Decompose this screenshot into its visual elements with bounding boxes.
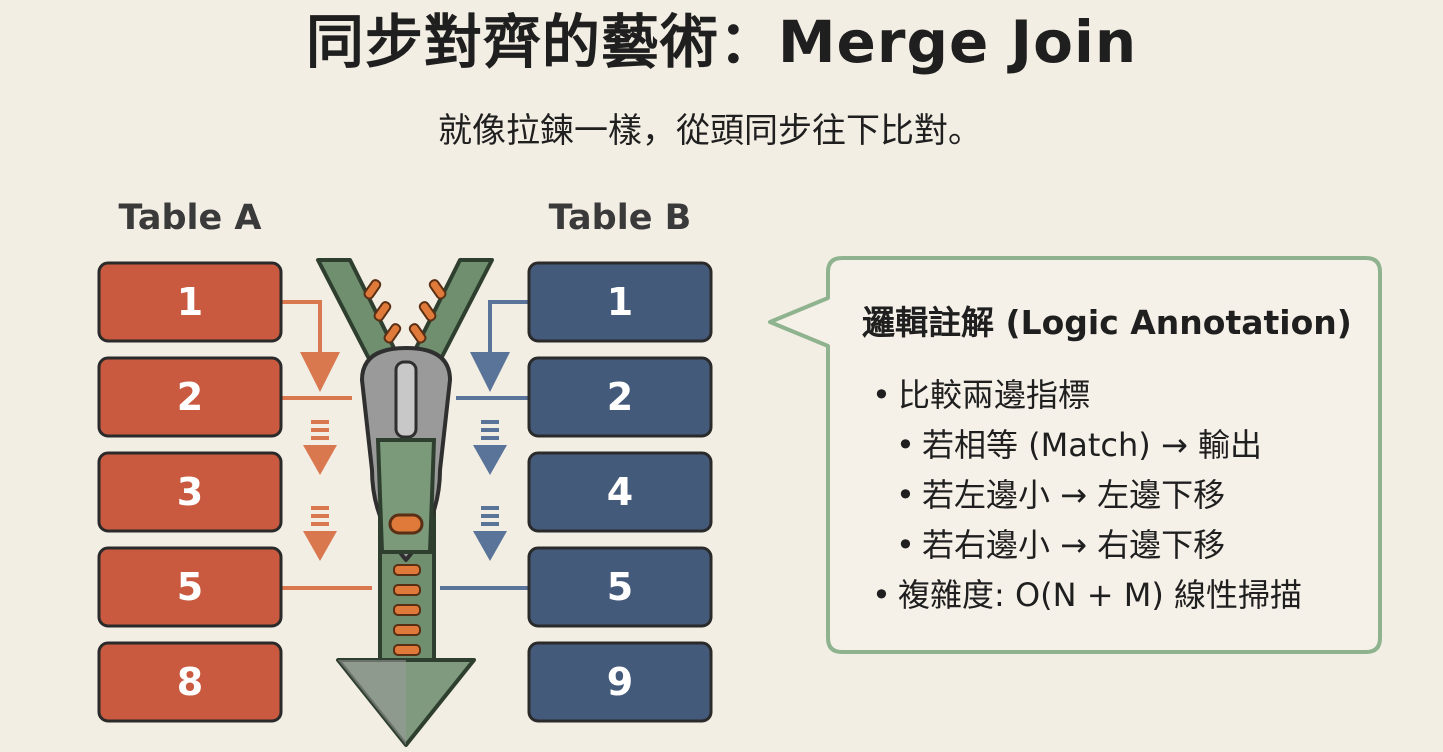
table-b-label: Table B (548, 198, 692, 238)
bullet-text: 若右邊小 → 右邊下移 (922, 526, 1226, 564)
table-a-row-box (97, 546, 283, 628)
zipper-icon (316, 258, 494, 747)
callout-sub-bullet: •若右邊小 → 右邊下移 (872, 520, 1302, 570)
right-dashed-arrows (473, 420, 507, 561)
callout-bullet-list: •比較兩邊指標•若相等 (Match) → 輸出•若左邊小 → 左邊下移•若右邊… (872, 370, 1302, 620)
callout-box (768, 256, 1382, 654)
table-a-row-box (97, 641, 283, 723)
callout-sub-bullet: •若左邊小 → 左邊下移 (872, 470, 1302, 520)
table-b-row-value: 4 (607, 470, 633, 514)
page-subtitle: 就像拉鍊一樣，從頭同步往下比對。 (438, 111, 982, 151)
table-a-row-value: 8 (177, 660, 203, 704)
table-a-row-box (97, 451, 283, 533)
table-a-row-value: 1 (177, 280, 203, 324)
bullet-text: 比較兩邊指標 (898, 376, 1091, 414)
callout-title: 邏輯註解 (Logic Annotation) (862, 303, 1352, 342)
page-title: 同步對齊的藝術：Merge Join (305, 8, 1138, 76)
table-a-row-value: 2 (177, 375, 203, 419)
left-pointer-arrows (282, 300, 372, 590)
bullet-dot-icon: • (872, 576, 891, 614)
callout-sub-bullet: •若相等 (Match) → 輸出 (872, 420, 1302, 470)
table-b-row-box (527, 451, 713, 533)
table-a-label: Table A (118, 198, 262, 238)
bullet-dot-icon: • (896, 476, 915, 514)
left-dashed-arrows (303, 420, 337, 561)
table-b-row-box (527, 641, 713, 723)
table-a-row-box (97, 356, 283, 438)
table-b-row-value: 9 (607, 660, 633, 704)
right-pointer-arrows (440, 300, 528, 590)
bullet-text: 若相等 (Match) → 輸出 (922, 426, 1262, 464)
table-b-row-box (527, 356, 713, 438)
bullet-dot-icon: • (896, 426, 915, 464)
bullet-text: 複雜度: O(N + M) 線性掃描 (898, 576, 1302, 614)
table-b-row-box (527, 546, 713, 628)
bullet-text: 若左邊小 → 左邊下移 (922, 476, 1226, 514)
bullet-dot-icon: • (896, 526, 915, 564)
table-b-row-value: 5 (607, 565, 633, 609)
bullet-dot-icon: • (872, 376, 891, 414)
table-a-row-box (97, 261, 283, 343)
table-a-row-value: 3 (177, 470, 203, 514)
table-a-row-value: 5 (177, 565, 203, 609)
callout-bullet: •比較兩邊指標 (872, 370, 1302, 420)
table-b-rows: 1 2 4 5 9 (527, 261, 713, 723)
table-b-row-value: 2 (607, 375, 633, 419)
table-a-rows: 1 2 3 5 8 (97, 261, 283, 723)
table-b-row-value: 1 (607, 280, 633, 324)
table-b-row-box (527, 261, 713, 343)
callout-bullet: •複雜度: O(N + M) 線性掃描 (872, 570, 1302, 620)
